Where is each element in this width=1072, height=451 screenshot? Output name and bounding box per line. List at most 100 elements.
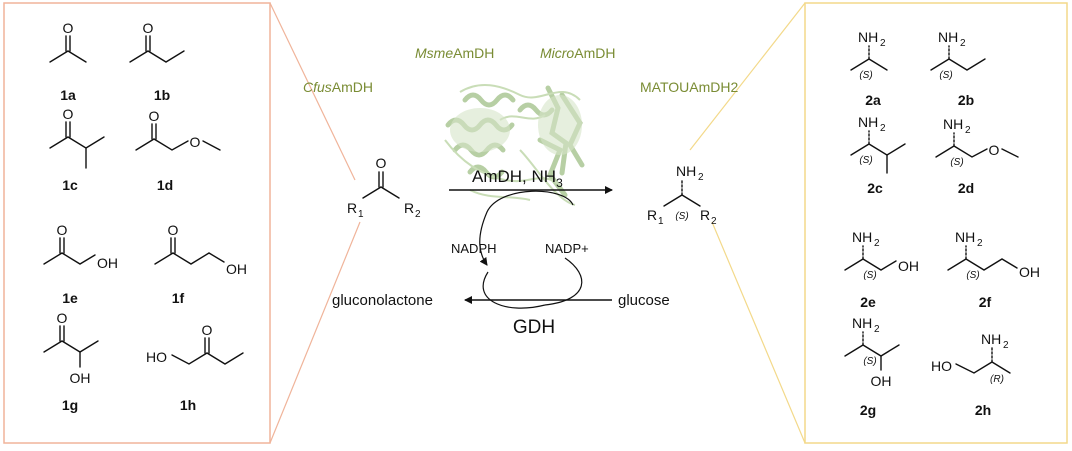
svg-text:O: O: [168, 222, 179, 238]
svg-text:(S): (S): [950, 157, 963, 168]
substrate-1d: O O 1d: [135, 108, 221, 193]
svg-text:(S): (S): [859, 70, 872, 81]
product-panel: [804, 2, 1068, 444]
substrate-1g: O OH 1g: [43, 310, 99, 413]
enzyme-label-cfus: CfusAmDH: [303, 79, 373, 95]
gluconolactone-label: gluconolactone: [332, 292, 433, 309]
substrate-1h: HO O 1h: [146, 322, 244, 413]
svg-text:2: 2: [1003, 340, 1009, 351]
svg-text:O: O: [149, 108, 160, 124]
svg-text:1f: 1f: [172, 290, 185, 306]
svg-text:NH: NH: [858, 114, 878, 130]
svg-text:HO: HO: [931, 358, 952, 374]
enzyme-label-micro: MicroAmDH: [540, 45, 615, 61]
substrate-panel: [3, 2, 271, 444]
svg-text:1a: 1a: [60, 87, 76, 103]
svg-text:O: O: [63, 20, 74, 36]
svg-text:2: 2: [874, 324, 880, 335]
svg-text:(S): (S): [863, 356, 876, 367]
svg-text:2: 2: [711, 216, 717, 227]
svg-text:R: R: [647, 207, 657, 223]
svg-text:2a: 2a: [865, 92, 881, 108]
product-connector-bottom: [711, 221, 806, 444]
svg-text:O: O: [63, 106, 74, 122]
enzyme-label-msme: MsmeAmDH: [415, 45, 494, 61]
svg-text:1b: 1b: [154, 87, 170, 103]
svg-text:NH: NH: [852, 229, 872, 245]
svg-text:(S): (S): [859, 155, 872, 166]
svg-text:O: O: [202, 322, 213, 338]
glucose-label: glucose: [618, 292, 670, 309]
svg-text:(S): (S): [939, 70, 952, 81]
svg-text:O: O: [989, 142, 1000, 158]
nadph-label: NADPH: [451, 241, 497, 256]
svg-text:NH: NH: [943, 116, 963, 132]
svg-text:2h: 2h: [975, 402, 991, 418]
svg-text:(R): (R): [990, 374, 1004, 385]
svg-text:2c: 2c: [867, 180, 883, 196]
svg-text:2: 2: [965, 125, 971, 136]
svg-text:2g: 2g: [860, 402, 876, 418]
svg-text:R: R: [404, 200, 414, 216]
reagent-label: AmDH, NH3: [472, 167, 563, 190]
svg-text:NH: NH: [858, 29, 878, 45]
svg-text:2d: 2d: [958, 180, 974, 196]
svg-text:1d: 1d: [157, 177, 173, 193]
svg-text:O: O: [376, 155, 387, 171]
svg-text:1c: 1c: [62, 177, 78, 193]
svg-text:NH: NH: [955, 229, 975, 245]
svg-text:1: 1: [658, 216, 664, 227]
product-connector-top: [689, 2, 806, 151]
substrate-connector-bottom: [269, 221, 361, 444]
svg-text:2f: 2f: [979, 294, 992, 310]
glucose-cycle-arrow: [544, 257, 583, 306]
svg-text:O: O: [57, 222, 68, 238]
svg-text:O: O: [57, 310, 68, 326]
svg-text:O: O: [190, 134, 201, 150]
svg-text:2: 2: [698, 172, 704, 183]
svg-text:R: R: [700, 207, 710, 223]
svg-text:(S): (S): [863, 270, 876, 281]
nadph-recycle-arrow: [482, 271, 546, 309]
svg-text:O: O: [143, 20, 154, 36]
svg-text:2: 2: [415, 209, 421, 220]
svg-text:NH: NH: [676, 163, 696, 179]
svg-text:OH: OH: [226, 261, 247, 277]
svg-text:OH: OH: [898, 258, 919, 274]
enzyme-label-matou: MATOUAmDH2: [640, 79, 738, 95]
svg-text:OH: OH: [871, 373, 892, 389]
svg-text:1g: 1g: [62, 397, 78, 413]
substrate-1b: O 1b: [129, 20, 185, 103]
svg-text:2: 2: [880, 123, 886, 134]
svg-text:2: 2: [874, 238, 880, 249]
svg-text:2: 2: [880, 38, 886, 49]
substrate-1e: O OH 1e: [43, 222, 118, 306]
svg-text:1: 1: [358, 209, 364, 220]
svg-text:2b: 2b: [958, 92, 974, 108]
svg-text:1h: 1h: [180, 397, 196, 413]
nadp-label: NADP+: [545, 241, 589, 256]
substrate-connector-top: [269, 2, 356, 181]
svg-text:R: R: [347, 200, 357, 216]
svg-text:NH: NH: [938, 29, 958, 45]
svg-text:2: 2: [977, 238, 983, 249]
svg-text:NH: NH: [852, 315, 872, 331]
svg-text:(S): (S): [675, 211, 688, 222]
substrate-1f: O OH 1f: [154, 222, 247, 306]
gdh-label: GDH: [513, 317, 555, 338]
cofactor-cycle-arrow: [479, 190, 574, 266]
svg-text:OH: OH: [1019, 264, 1040, 280]
svg-text:NH: NH: [981, 331, 1001, 347]
svg-text:OH: OH: [97, 255, 118, 271]
